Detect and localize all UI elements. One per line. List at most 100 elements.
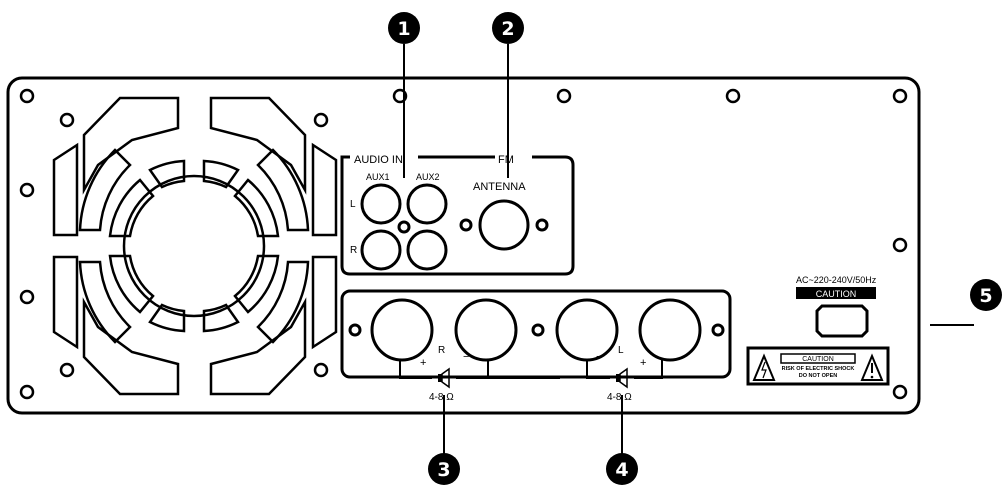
screw-hole <box>892 237 908 253</box>
plus-sign: + <box>640 357 646 369</box>
wire <box>399 360 432 379</box>
antenna-screw <box>535 218 549 232</box>
grille-corner <box>82 96 180 195</box>
screw-hole <box>556 88 572 104</box>
callout-badge <box>492 12 524 44</box>
callout-leaders <box>403 44 974 455</box>
grille-segment <box>202 159 240 189</box>
minus-sign: − <box>596 351 602 363</box>
wire <box>456 360 489 379</box>
screw-hole <box>392 88 408 104</box>
warning-title: CAUTION <box>802 356 834 363</box>
fan-grille <box>52 96 338 396</box>
impedance-right: 4-8 Ω <box>429 392 454 403</box>
warning-title-box <box>780 353 856 364</box>
jack-center-screw <box>397 220 411 234</box>
callout-badge <box>428 453 460 485</box>
screw-hole <box>313 362 329 378</box>
screw-hole <box>892 384 908 400</box>
callout-number: 3 <box>437 459 450 481</box>
grille-bar <box>52 255 79 350</box>
callout-5: 5 <box>970 279 1002 311</box>
rear-panel <box>6 76 921 415</box>
callout-badge <box>606 453 638 485</box>
grille-segment <box>78 260 132 344</box>
aux2-left-jack[interactable] <box>406 183 448 225</box>
power-rating: AC~220-240V/50Hz <box>796 275 877 285</box>
grille-corner <box>209 96 307 195</box>
aux2-label: AUX2 <box>416 172 440 182</box>
grille-segment <box>233 178 280 238</box>
wire <box>586 360 610 379</box>
screw-hole <box>19 182 35 198</box>
screw-holes <box>19 88 908 400</box>
warning-line-2: DO NOT OPEN <box>799 373 838 379</box>
grille-segment <box>233 254 280 314</box>
speaker-r-plus-terminal[interactable] <box>370 298 434 362</box>
speaker-icon <box>438 367 450 389</box>
screw-hole <box>19 88 35 104</box>
grille-segment <box>78 148 132 232</box>
impedance-left: 4-8 Ω <box>607 392 632 403</box>
terminal-screw <box>348 323 362 337</box>
aux1-label: AUX1 <box>366 172 390 182</box>
audio-in-label: AUDIO IN <box>354 154 403 166</box>
grille-segment <box>108 178 155 238</box>
callout-4: 4 <box>606 453 638 485</box>
screw-hole <box>19 289 35 305</box>
speaker-panel: + − − + R L 4-8 Ω 4-8 Ω <box>340 289 732 403</box>
callout-number: 4 <box>615 459 628 481</box>
screw-hole <box>19 384 35 400</box>
callout-number: 2 <box>501 18 514 40</box>
right-channel-label: R <box>350 245 357 256</box>
grille-segment <box>108 254 155 314</box>
fan-hub <box>122 174 266 318</box>
screw-hole <box>725 88 741 104</box>
screw-hole <box>313 112 329 128</box>
exclamation-warning-icon <box>860 353 884 381</box>
callout-badge <box>970 279 1002 311</box>
speaker-l-plus-terminal[interactable] <box>638 298 702 362</box>
input-panel: AUDIO IN FM AUX1 AUX2 L R ANTENNA <box>340 154 575 276</box>
grille-segment <box>256 148 310 232</box>
grille-bar <box>52 142 79 237</box>
screw-hole <box>59 112 75 128</box>
fm-label: FM <box>498 154 514 166</box>
terminal-screw <box>531 323 545 337</box>
callout-2: 2 <box>492 12 524 44</box>
wire <box>634 360 663 379</box>
plus-sign: + <box>420 357 426 369</box>
fm-antenna-socket[interactable] <box>478 199 530 251</box>
screw-hole <box>892 88 908 104</box>
grille-segment <box>148 159 186 189</box>
grille-segment <box>256 260 310 344</box>
grille-segment <box>202 303 240 333</box>
power-section: AC~220-240V/50Hz CAUTION CAUTION RISK OF… <box>746 275 890 386</box>
minus-sign: − <box>463 351 469 363</box>
callout-number: 5 <box>979 285 992 307</box>
speaker-icon <box>616 367 628 389</box>
aux2-right-jack[interactable] <box>406 229 448 271</box>
input-panel-outline <box>340 155 575 276</box>
callout-1: 1 <box>388 12 420 44</box>
warning-line-1: RISK OF ELECTRIC SHOCK <box>782 366 855 372</box>
callout-3: 3 <box>428 453 460 485</box>
callout-number: 1 <box>397 18 410 40</box>
grille-corner <box>209 297 307 396</box>
left-channel-label: L <box>350 199 356 210</box>
grille-bar <box>311 142 338 237</box>
power-cord-socket[interactable] <box>815 304 869 338</box>
speaker-l-minus-terminal[interactable] <box>555 298 619 362</box>
speaker-left-label: L <box>618 345 624 356</box>
antenna-label: ANTENNA <box>473 181 526 193</box>
aux1-left-jack[interactable] <box>360 183 402 225</box>
aux1-right-jack[interactable] <box>360 229 402 271</box>
caution-banner-text: CAUTION <box>816 289 857 299</box>
caution-banner <box>796 287 876 299</box>
warning-label <box>746 346 890 386</box>
grille-bar <box>311 255 338 350</box>
antenna-screw <box>459 218 473 232</box>
lightning-warning-icon <box>752 353 776 381</box>
speaker-right-label: R <box>438 345 445 356</box>
speaker-r-minus-terminal[interactable] <box>454 298 518 362</box>
